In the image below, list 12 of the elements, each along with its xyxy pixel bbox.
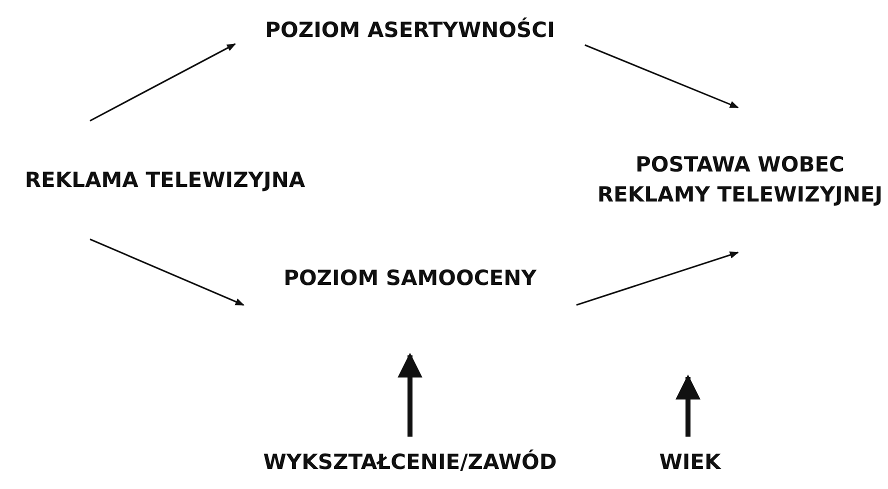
arrow: [90, 43, 236, 122]
arrow: [576, 252, 739, 306]
node-label: POSTAWA WOBEC REKLAMY TELEWIZYJNEJ: [596, 152, 884, 209]
arrow: [676, 374, 700, 437]
arrow: [398, 352, 422, 437]
node-label: POZIOM ASERTYWNOŚCI: [265, 16, 555, 44]
node-label: WYKSZTAŁCENIE/ZAWÓD: [263, 448, 557, 476]
arrow: [90, 238, 244, 306]
node-label: REKLAMA TELEWIZYJNA: [24, 166, 306, 194]
arrow: [584, 44, 739, 108]
node-label: POZIOM SAMOOCENY: [284, 264, 536, 292]
node-label: WIEK: [659, 448, 721, 476]
